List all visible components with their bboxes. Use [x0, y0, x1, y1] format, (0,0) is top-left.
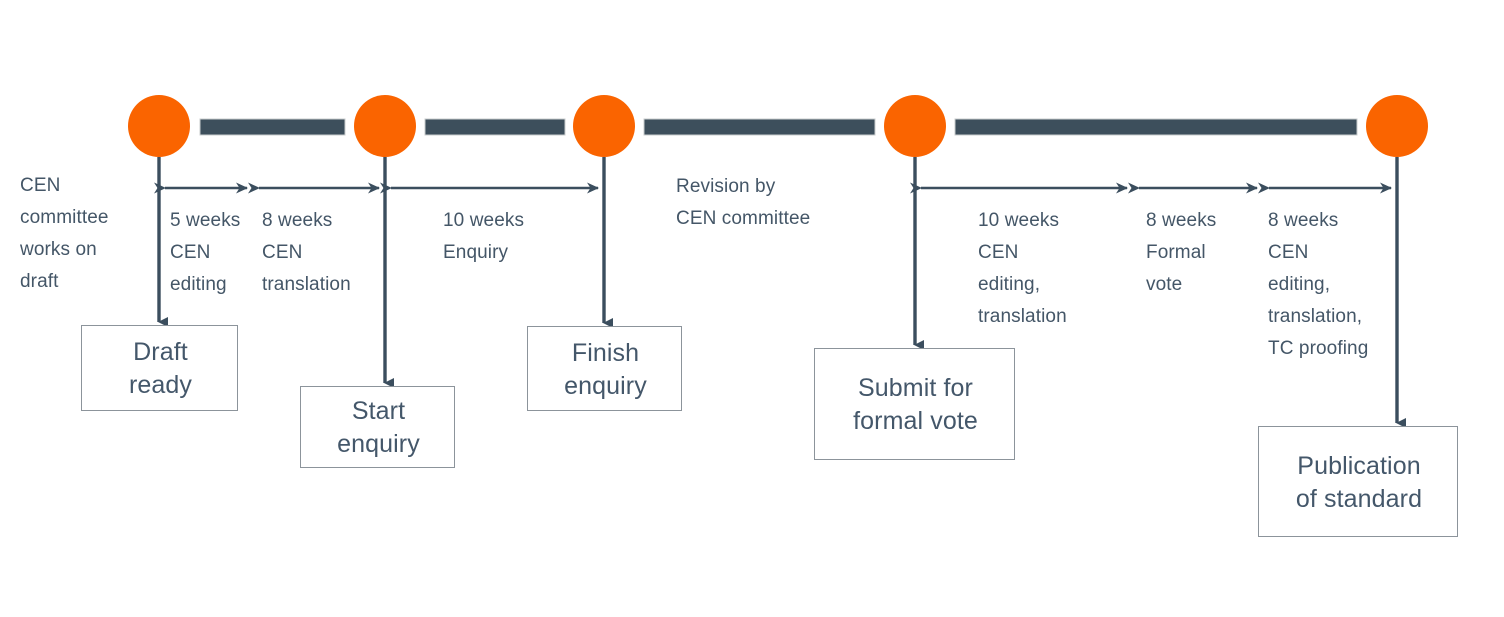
draft-ready-box[interactable]: Draft ready — [81, 325, 238, 411]
milestone-circles — [128, 95, 1428, 157]
draft-ready-box-label: Draft ready — [128, 338, 193, 399]
cen-committee-works-on-draft: CEN committee works on draft — [20, 175, 109, 292]
connector-bar-2 — [424, 118, 566, 136]
ten-weeks-cen-editing-translation: 10 weeks CEN editing, translation — [978, 210, 1067, 327]
start-enquiry-box-label: Start enquiry — [337, 397, 420, 458]
eight-weeks-cen-editing-translation-tc-proofing: 8 weeks CEN editing, translation, TC pro… — [1268, 210, 1369, 359]
milestone-circle-5[interactable] — [1366, 95, 1428, 157]
eight-weeks-formal-vote: 8 weeks Formal vote — [1146, 210, 1217, 295]
milestone-circle-3[interactable] — [573, 95, 635, 157]
milestone-circle-1[interactable] — [128, 95, 190, 157]
connector-bar-3 — [643, 118, 876, 136]
drop-arrows — [157, 157, 1406, 428]
eight-weeks-cen-translation: 8 weeks CEN translation — [262, 210, 351, 295]
finish-enquiry-box-label: Finish enquiry — [564, 338, 647, 400]
milestone-circle-2[interactable] — [354, 95, 416, 157]
revision-by-cen-committee: Revision by CEN committee — [676, 176, 811, 229]
milestone-circle-4[interactable] — [884, 95, 946, 157]
connector-bars — [199, 118, 1358, 136]
submit-for-formal-vote-box[interactable]: Submit for formal vote — [814, 348, 1015, 460]
submit-for-formal-vote-box-label: Submit for formal vote — [853, 374, 978, 435]
five-weeks-cen-editing: 5 weeks CEN editing — [170, 210, 241, 295]
finish-enquiry-box[interactable]: Finish enquiry — [527, 326, 682, 411]
publication-of-standard-box-label: Publication of standard — [1295, 451, 1423, 513]
publication-of-standard-box[interactable]: Publication of standard — [1258, 426, 1458, 537]
start-enquiry-box[interactable]: Start enquiry — [300, 386, 455, 468]
ten-weeks-enquiry: 10 weeks Enquiry — [443, 210, 525, 263]
connector-bar-4 — [954, 118, 1358, 136]
connector-bar-1 — [199, 118, 346, 136]
